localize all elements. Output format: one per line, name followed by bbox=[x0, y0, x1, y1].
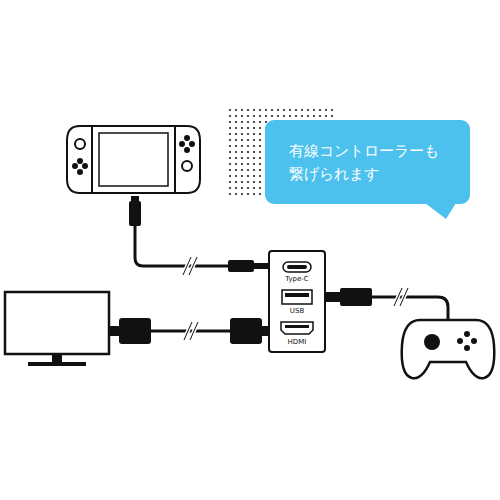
tv-monitor bbox=[5, 292, 109, 366]
hdmi-cable bbox=[109, 318, 270, 344]
controller-cable bbox=[326, 288, 448, 320]
port-label: Type-C bbox=[270, 275, 324, 283]
usb-c-cable bbox=[129, 196, 268, 275]
usb-hub: Type-C USB HDMI bbox=[268, 250, 326, 353]
bubble-text: 有線コントローラーも 繋げられます bbox=[289, 140, 461, 186]
port-label: USB bbox=[270, 307, 324, 315]
game-controller bbox=[402, 320, 495, 378]
switch-console bbox=[67, 126, 200, 193]
port-shapes bbox=[270, 252, 324, 351]
bubble-tail bbox=[425, 203, 456, 219]
speech-bubble: 有線コントローラーも 繋げられます bbox=[265, 120, 470, 204]
port-label: HDMI bbox=[270, 338, 324, 346]
